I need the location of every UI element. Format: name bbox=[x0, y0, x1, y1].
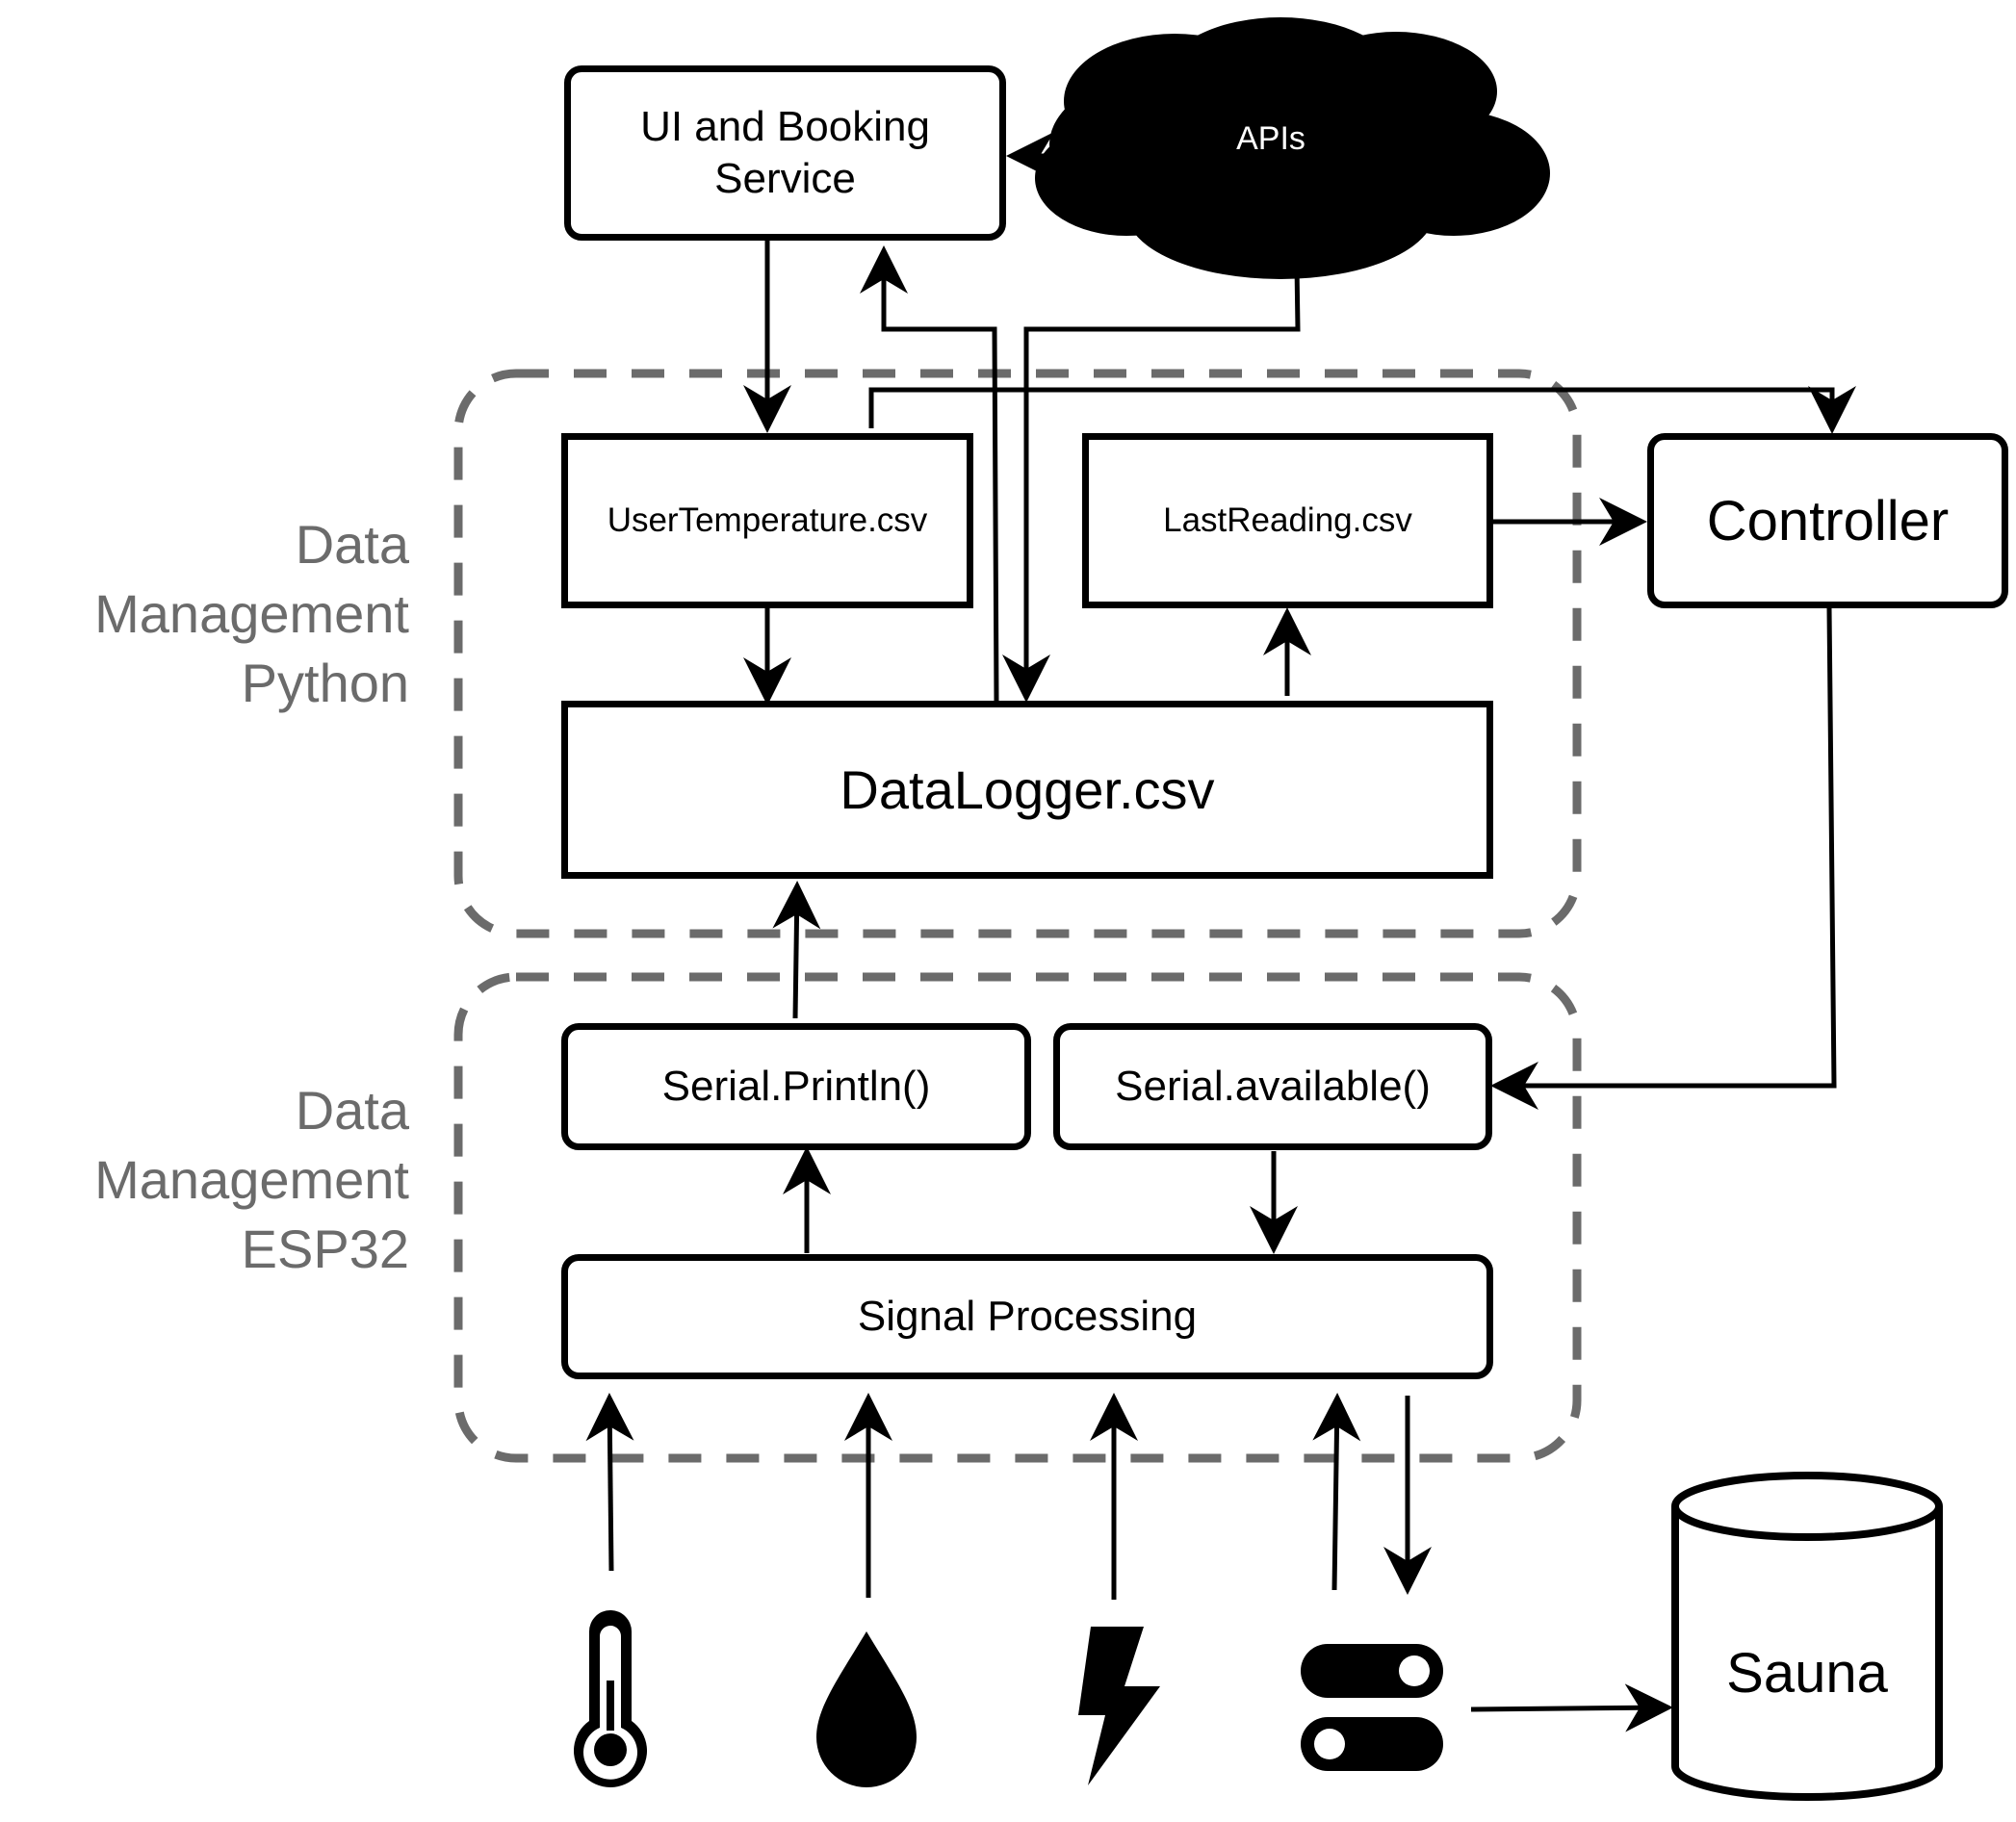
thermometer-icon bbox=[574, 1610, 647, 1787]
arrow-apis-to-datalogger bbox=[1002, 264, 1301, 703]
arrow-println-to-datalogger bbox=[772, 881, 821, 1019]
serial-available-box: Serial.available() bbox=[1053, 1023, 1492, 1150]
data-logger-box: DataLogger.csv bbox=[561, 701, 1493, 879]
serial-println-label: Serial.Println() bbox=[661, 1063, 931, 1110]
signal-processing-box: Signal Processing bbox=[561, 1254, 1493, 1379]
serial-available-label: Serial.available() bbox=[1115, 1063, 1431, 1110]
controller-label: Controller bbox=[1706, 489, 1950, 552]
last-reading-label: LastReading.csv bbox=[1163, 501, 1412, 539]
apis-cloud bbox=[1035, 17, 1550, 279]
arrow-controller-to-serial-available bbox=[1490, 607, 1837, 1110]
lightning-icon bbox=[1078, 1627, 1160, 1785]
python-group-label: Data Management Python bbox=[94, 514, 409, 713]
user-temperature-label: UserTemperature.csv bbox=[607, 501, 928, 539]
esp32-group-label: Data Management ESP32 bbox=[94, 1080, 409, 1279]
cylinder-icon bbox=[1671, 1472, 1943, 1801]
arrow-switch-to-sauna bbox=[1470, 1683, 1673, 1732]
toggle-switch-icon bbox=[1301, 1644, 1443, 1771]
arrow-datalogger-to-ui bbox=[860, 245, 999, 702]
serial-println-box: Serial.Println() bbox=[561, 1023, 1031, 1150]
user-temperature-box: UserTemperature.csv bbox=[561, 433, 973, 608]
ui-booking-box: UI and Booking Service bbox=[564, 65, 1006, 241]
controller-box: Controller bbox=[1647, 433, 2008, 608]
last-reading-box: LastReading.csv bbox=[1082, 433, 1493, 608]
data-logger-label: DataLogger.csv bbox=[840, 759, 1215, 820]
arrow-usertemp-to-controller bbox=[868, 386, 1856, 434]
esp32-group-border bbox=[453, 972, 1582, 1463]
arrow-thermometer-to-signal bbox=[585, 1393, 634, 1572]
sauna-label: Sauna bbox=[1726, 1642, 1888, 1705]
signal-processing-label: Signal Processing bbox=[857, 1293, 1198, 1340]
apis-label: APIs bbox=[1236, 120, 1305, 157]
water-drop-icon bbox=[816, 1631, 917, 1787]
ui-booking-label: UI and Booking Service bbox=[640, 103, 930, 202]
arrow-switch-to-signal bbox=[1312, 1393, 1361, 1591]
